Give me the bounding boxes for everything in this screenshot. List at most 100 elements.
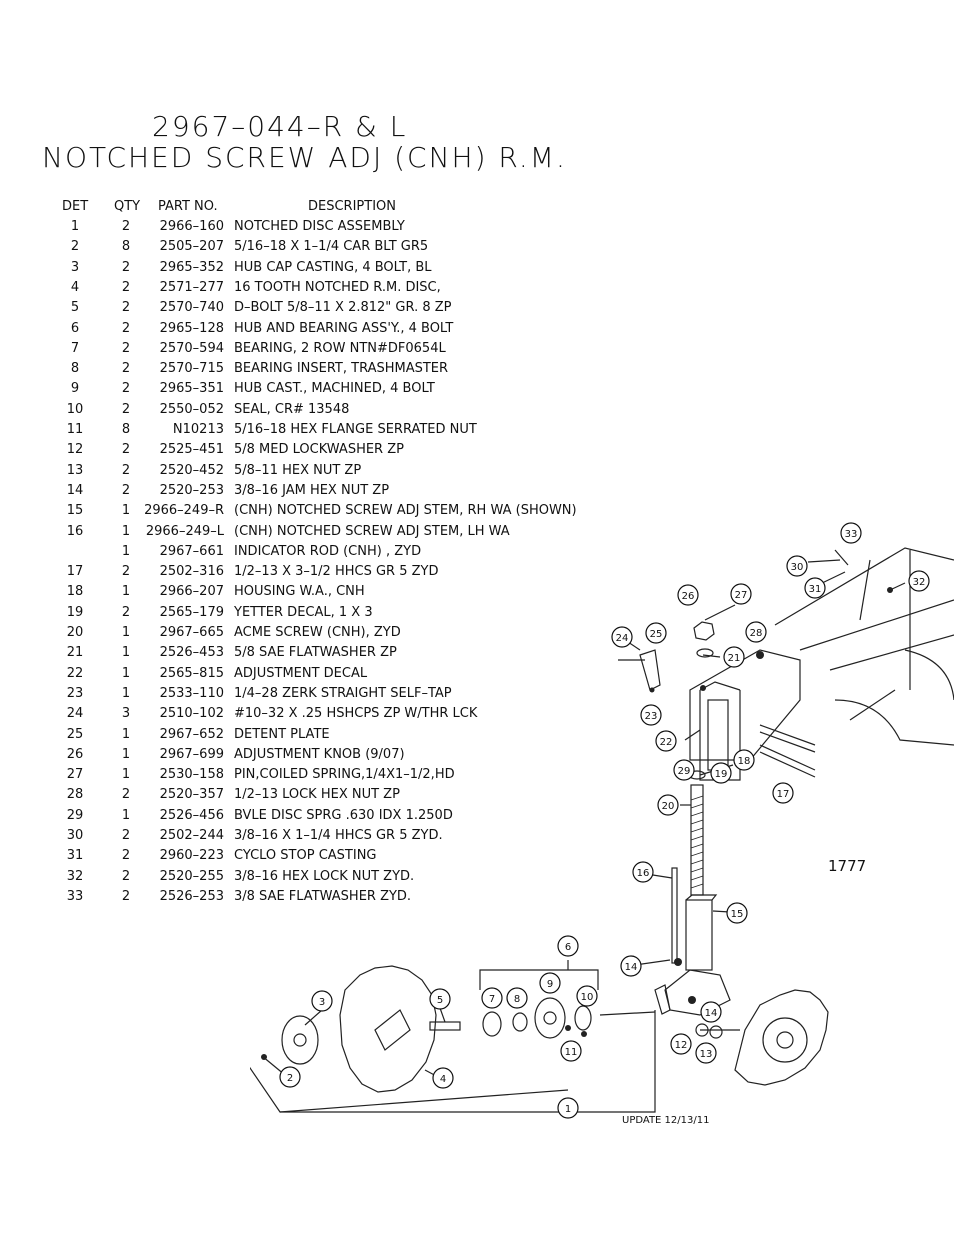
description-cell: 5/16–18 HEX FLANGE SERRATED NUT (234, 422, 477, 437)
description-cell: DETENT PLATE (234, 726, 330, 742)
svg-text:29: 29 (678, 766, 691, 777)
description-cell: BEARING, 2 ROW NTN#DF0654L (234, 340, 446, 356)
qty-cell: 1 (121, 584, 131, 600)
table-row: 9 2 2965–351 HUB CAST., MACHINED, 4 BOLT (0, 381, 620, 401)
description-cell: ADJUSTMENT KNOB (9/07) (234, 746, 405, 762)
qty-cell: 8 (121, 422, 131, 437)
det-cell: 9 (70, 381, 80, 397)
description-cell: HUB CAST., MACHINED, 4 BOLT (234, 381, 435, 397)
svg-text:25: 25 (650, 629, 663, 640)
callout-15: 15 (726, 902, 748, 924)
callout-11: 11 (560, 1040, 582, 1062)
qty-cell: 3 (121, 706, 131, 722)
svg-text:17: 17 (777, 789, 790, 800)
callout-27: 27 (730, 583, 752, 605)
qty-cell: 2 (121, 340, 131, 356)
det-cell: 20 (66, 625, 84, 640)
part-no-cell: 2966–160 (159, 219, 224, 234)
part-no-cell: 2525–451 (159, 442, 224, 458)
qty-cell: 2 (121, 381, 131, 397)
callout-2: 2 (279, 1066, 301, 1088)
part-no-cell: 2565–179 (159, 604, 224, 620)
svg-text:15: 15 (731, 909, 744, 920)
det-cell: 8 (70, 361, 80, 377)
part-no-cell: 2530–158 (159, 767, 224, 783)
part-no-cell: N10213 (172, 422, 224, 437)
det-cell: 6 (70, 320, 80, 336)
qty-cell: 2 (121, 564, 131, 580)
det-cell: 33 (66, 888, 84, 904)
det-cell: 18 (66, 584, 84, 600)
svg-text:20: 20 (662, 801, 675, 812)
qty-cell: 2 (121, 888, 131, 904)
part-no-cell: 2967–699 (159, 746, 224, 762)
part-no-cell: 2505–207 (159, 239, 224, 255)
callout-22: 22 (655, 730, 677, 752)
part-no-cell: 2510–102 (159, 706, 224, 722)
svg-text:23: 23 (645, 711, 658, 722)
part-no-cell: 2967–665 (159, 625, 224, 640)
qty-cell: 2 (121, 462, 131, 478)
det-cell: 30 (66, 828, 84, 843)
qty-cell: 1 (121, 685, 131, 701)
callout-29: 29 (673, 759, 695, 781)
part-no-cell: 2965–351 (159, 381, 224, 397)
callout-19: 19 (710, 762, 732, 784)
svg-text:18: 18 (738, 756, 751, 767)
det-cell: 16 (66, 523, 84, 539)
det-cell: 26 (66, 746, 84, 762)
callout-31: 31 (804, 577, 826, 599)
description-cell: INDICATOR ROD (CNH) , ZYD (234, 543, 422, 559)
part-no-cell: 2502–316 (159, 564, 224, 580)
callout-25: 25 (645, 622, 667, 644)
description-cell: 3/8–16 X 1–1/4 HHCS GR 5 ZYD. (234, 828, 443, 843)
svg-text:12: 12 (675, 1040, 688, 1051)
qty-cell: 1 (121, 543, 131, 559)
header-part-no: PART NO. (158, 199, 218, 214)
part-no-cell: 2965–128 (159, 320, 224, 336)
header-det: DET (62, 199, 89, 214)
description-cell: NOTCHED DISC ASSEMBLY (234, 219, 405, 234)
det-cell: 29 (66, 807, 84, 823)
qty-cell: 1 (121, 746, 131, 762)
description-cell: HUB CAP CASTING, 4 BOLT, BL (234, 259, 432, 275)
det-cell: 31 (66, 848, 84, 864)
svg-text:31: 31 (809, 584, 822, 595)
part-no-cell: 2520–357 (159, 787, 224, 803)
part-no-cell: 2570–594 (159, 340, 224, 356)
svg-text:32: 32 (913, 577, 926, 588)
qty-cell: 2 (121, 259, 131, 275)
part-no-cell: 2550–052 (159, 401, 224, 417)
qty-cell: 1 (121, 625, 131, 640)
qty-cell: 1 (121, 767, 131, 783)
part-no-cell: 2520–253 (159, 482, 224, 498)
svg-text:8: 8 (514, 994, 520, 1005)
callout-16: 16 (632, 861, 654, 883)
callout-12: 12 (670, 1033, 692, 1055)
svg-text:26: 26 (682, 591, 695, 602)
det-cell: 13 (66, 462, 84, 478)
part-no-cell: 2526–453 (159, 645, 224, 661)
description-cell: 3/8–16 HEX LOCK NUT ZYD. (234, 868, 415, 884)
det-cell: 3 (70, 259, 80, 275)
qty-cell: 1 (121, 523, 131, 539)
description-cell: SEAL, CR# 13548 (234, 401, 350, 417)
callout-33: 33 (840, 522, 862, 544)
